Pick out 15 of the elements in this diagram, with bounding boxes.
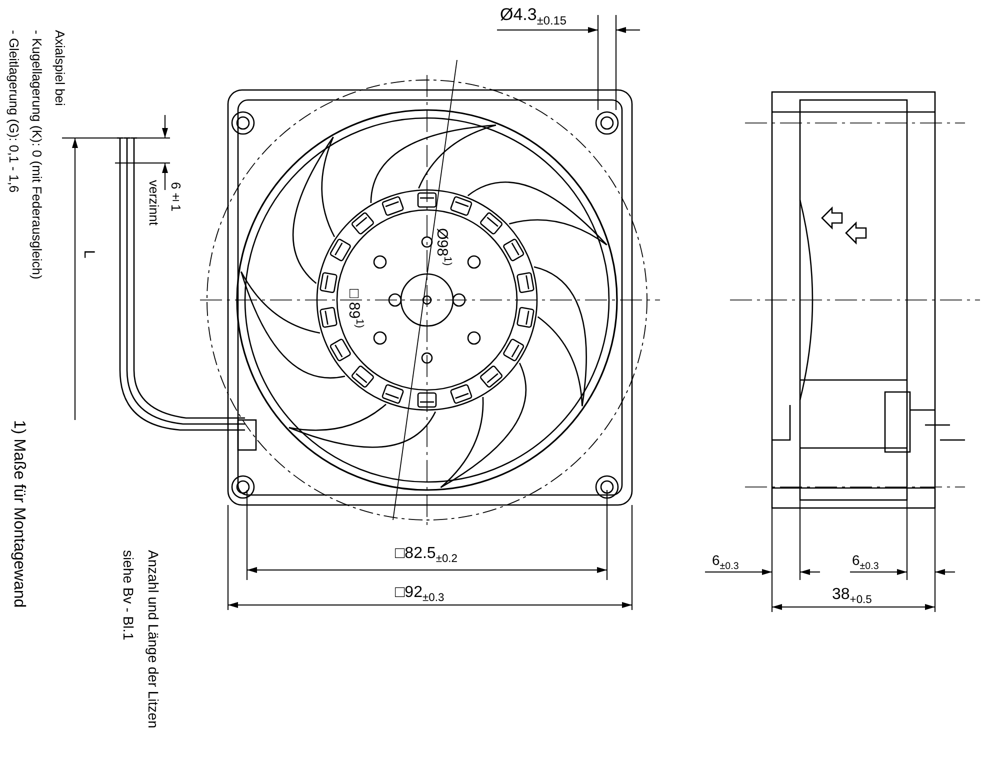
dimension-label: □92$_{±0.3}$ <box>395 584 444 604</box>
dimension-label: 38$_{+0.5}$ <box>832 586 872 606</box>
dimension-label: Ø4.3$_{±0.15}$ <box>500 6 567 28</box>
note-text: Axialspiel bei <box>52 30 66 106</box>
dimension-label: 6±1 <box>168 182 182 212</box>
dimension-label: □82.5$_{±0.2}$ <box>395 545 458 566</box>
note-text: verzinnt <box>146 180 160 226</box>
note-text: siehe Bv - Bl.1 <box>120 550 136 640</box>
note-text: Anzahl und Länge der Litzen <box>145 550 160 728</box>
footnote-text: 1) Maße für Montagewand <box>10 420 28 608</box>
note-text: - Gleitlagerung (G): 0,1 - 1,6 <box>6 30 20 193</box>
note-text: - Kugellagerung (K): 0 (mit Federausgleich) <box>29 30 44 280</box>
dimension-label: 6$_{±0.3}$ <box>852 553 879 573</box>
dimension-label: L <box>80 250 96 258</box>
dimension-label: 6$_{±0.3}$ <box>712 553 739 573</box>
